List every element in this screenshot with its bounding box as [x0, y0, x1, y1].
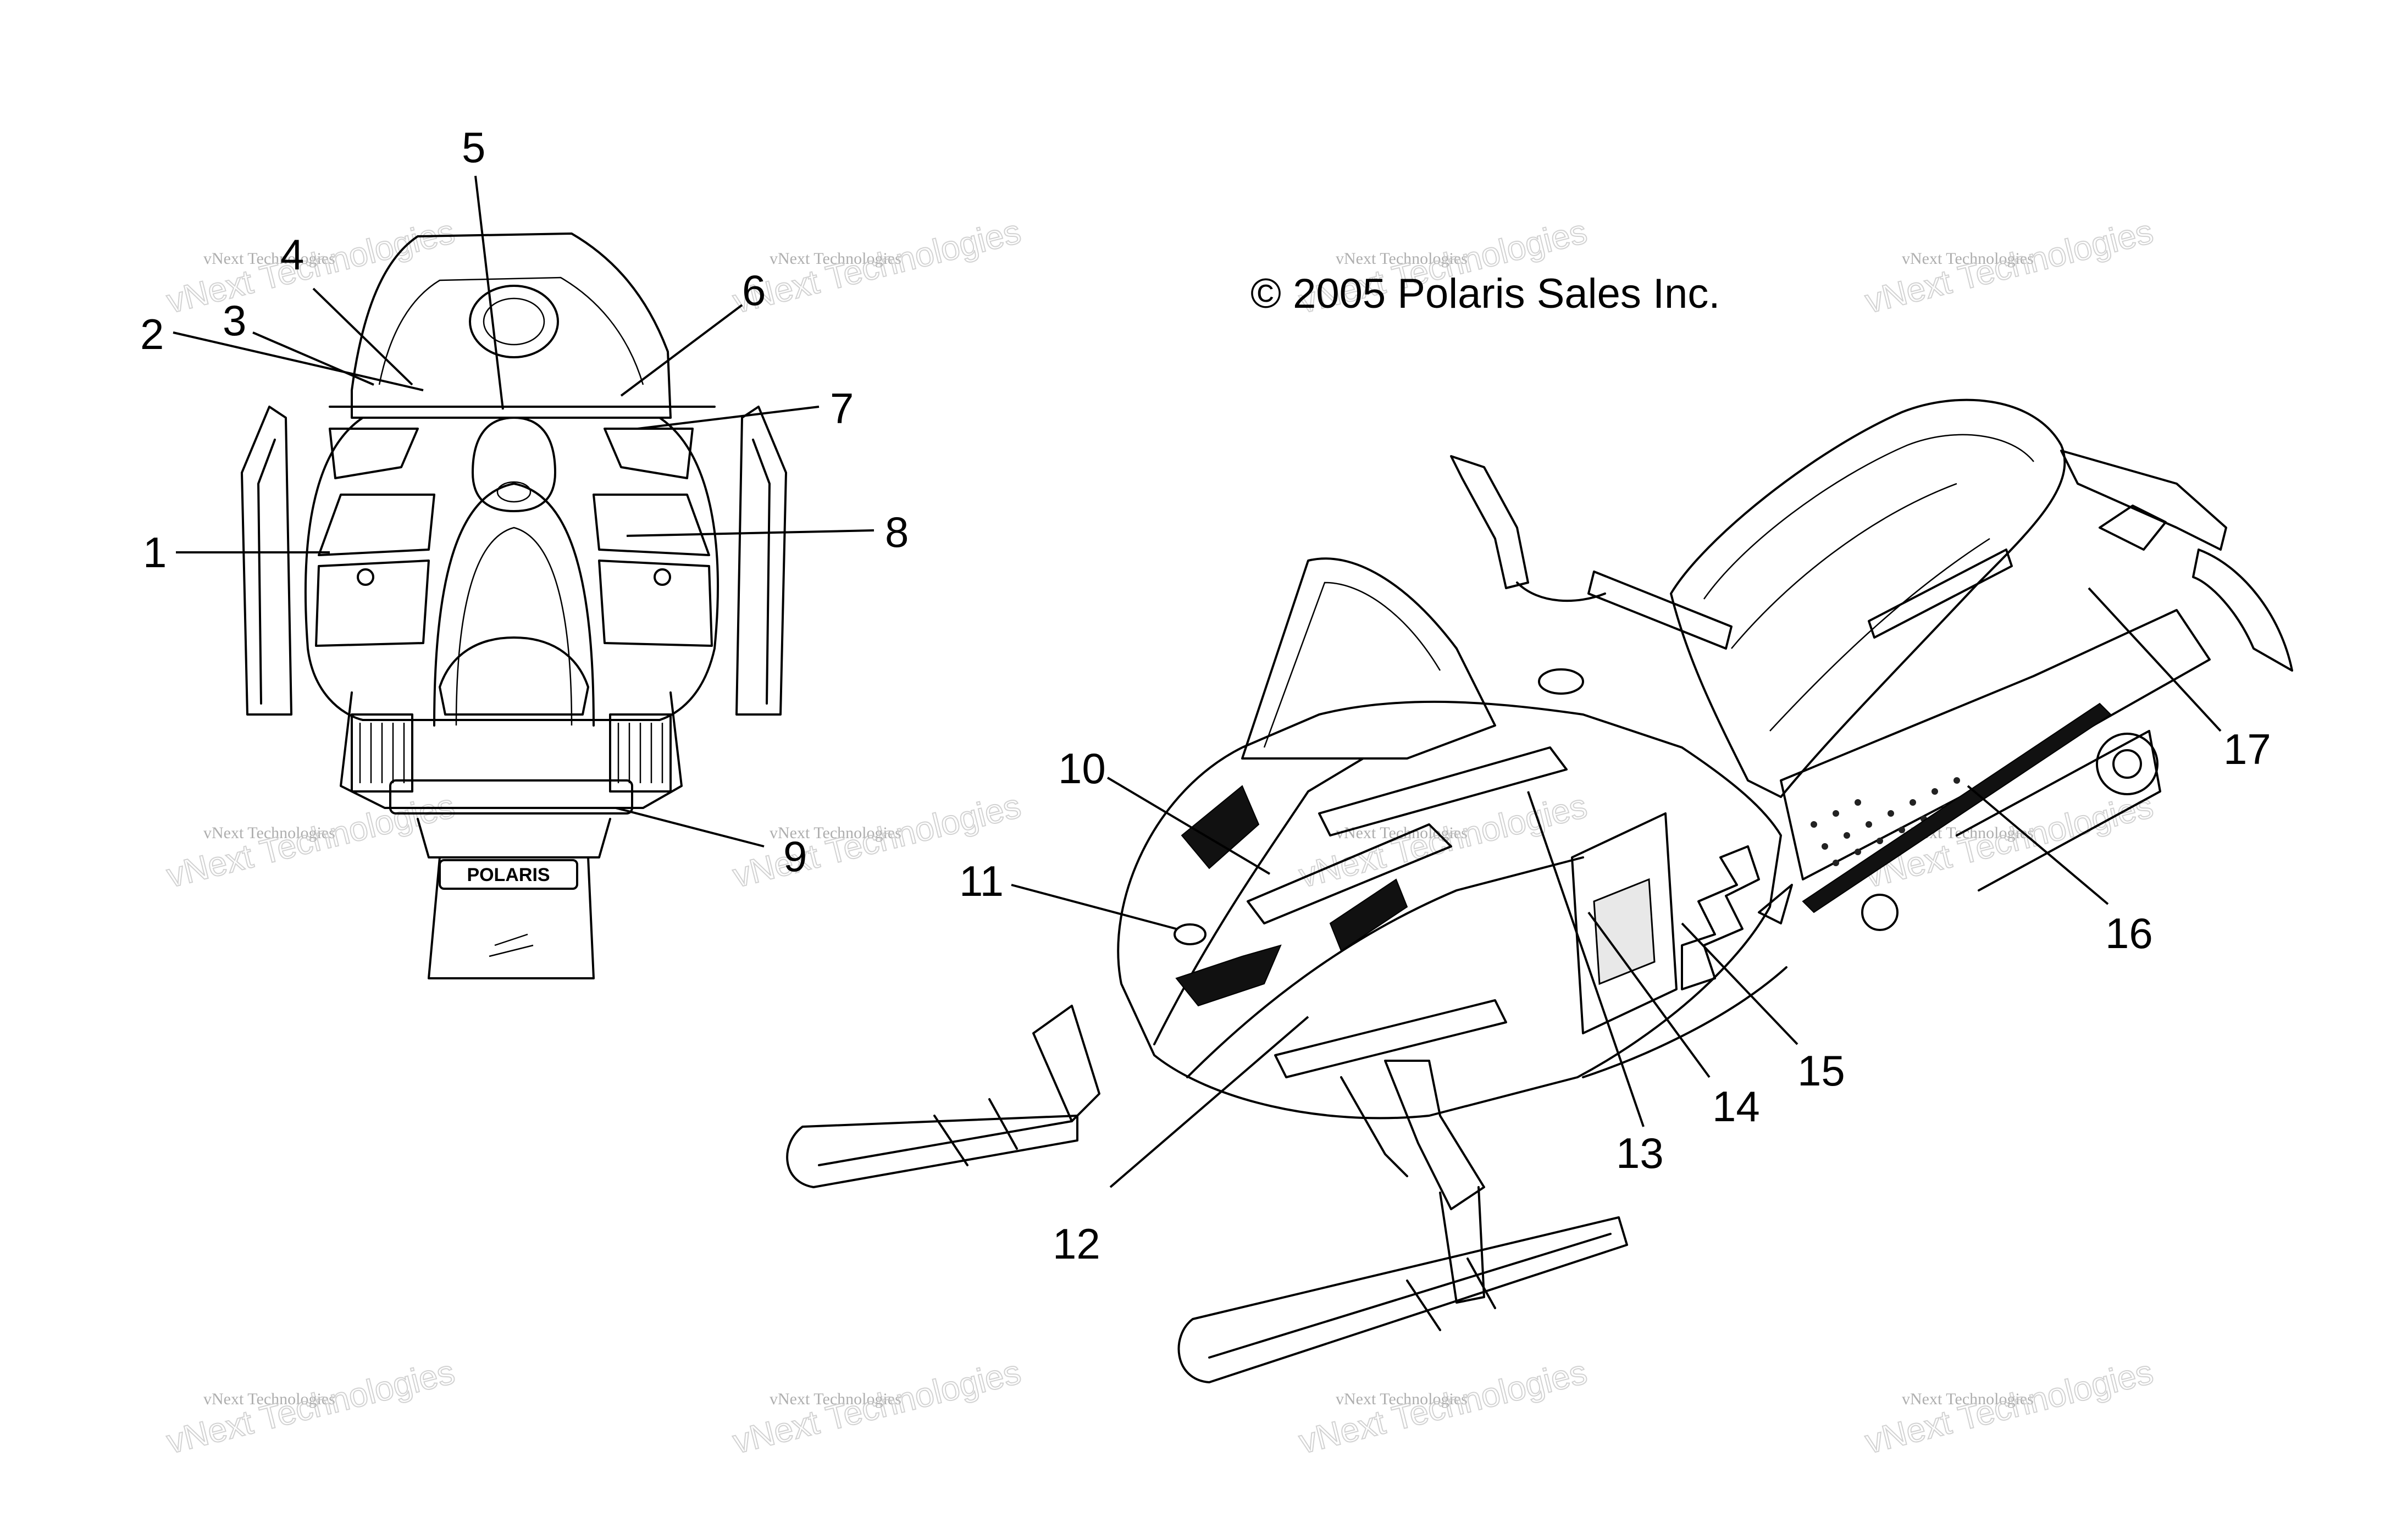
callout-4: 4: [280, 230, 304, 279]
leader-8: [626, 529, 875, 537]
svg-text:vNext Technologies: vNext Technologies: [203, 250, 335, 268]
callout-6: 6: [742, 266, 766, 314]
callout-11: 11: [959, 857, 1004, 905]
leader-2: [173, 331, 424, 391]
seat-decal: [1868, 549, 2013, 639]
watermark-2: vNext Technologies vNext Technologies: [729, 212, 1025, 322]
svg-text:vNext Technologies: vNext Technologies: [770, 824, 901, 842]
hood-side-decal: [1274, 999, 1507, 1078]
leader-3: [252, 331, 374, 386]
callout-12: 12: [1053, 1220, 1100, 1268]
watermark-9: vNext Technologies vNext Technologies: [163, 1353, 459, 1462]
rear-bumper-side: [2060, 450, 2227, 551]
rear-tunnel: [1780, 609, 2211, 880]
leader-16: [1967, 785, 2109, 905]
handlebar-right: [1587, 570, 1733, 650]
front-suspension: [1384, 1060, 1485, 1210]
svg-text:vNext Technologies: vNext Technologies: [770, 1390, 901, 1408]
rear-idler-wheel: [2096, 733, 2159, 795]
handlebar-left: [1450, 455, 1529, 589]
svg-text:vNext Technologies: vNext Technologies: [203, 1390, 335, 1408]
rear-bumper: [340, 691, 683, 809]
callout-numbers: 1 2 3 4 5 6 7 8 9 10 11 12 13 14 15 16 1…: [140, 123, 2271, 1268]
leader-6: [620, 304, 743, 397]
leader-lines: [173, 175, 2222, 1188]
rear-snowflap-side: [2192, 549, 2293, 672]
callout-8: 8: [885, 508, 909, 556]
windshield-decal: [1247, 823, 1452, 924]
svg-text:vNext Technologies: vNext Technologies: [203, 824, 335, 842]
svg-text:vNext Technologies: vNext Technologies: [1336, 1390, 1468, 1408]
side-panel: [1571, 812, 1678, 1034]
callout-9: 9: [783, 832, 807, 880]
rear-body: [304, 417, 719, 721]
tunnel-dots: [1811, 777, 1993, 866]
left-ski: [786, 1005, 1100, 1188]
leader-4: [312, 287, 413, 386]
gauge-pod: [469, 285, 559, 358]
watermark-1: vNext Technologies vNext Technologies: [163, 212, 459, 322]
seat: [1670, 398, 2066, 798]
polaris-badge-text: POLARIS: [467, 865, 550, 885]
running-board-stripe: [1802, 702, 2112, 913]
nose-emblem: [1174, 923, 1206, 945]
svg-text:vNext Technologies: vNext Technologies: [1336, 250, 1468, 268]
svg-text:vNext Technologies: vNext Technologies: [1902, 250, 2034, 268]
watermark-5: vNext Technologies vNext Technologies: [163, 786, 459, 896]
lightning-decal: [1681, 845, 1760, 990]
callout-2: 2: [140, 310, 164, 358]
leader-7: [637, 406, 820, 430]
leader-9: [615, 807, 765, 847]
callout-13: 13: [1616, 1129, 1664, 1177]
svg-text:vNext Technologies: vNext Technologies: [1902, 1390, 2034, 1408]
callout-15: 15: [1797, 1046, 1845, 1095]
leader-5: [474, 175, 504, 410]
copyright-notice: © 2005 Polaris Sales Inc.: [1250, 270, 1720, 317]
windshield: [1241, 557, 1496, 760]
side-panel-decal: [1593, 878, 1656, 985]
leader-12: [1109, 1016, 1309, 1188]
right-lower-decal: [598, 560, 713, 647]
callout-7: 7: [830, 384, 854, 433]
left-lower-decal: [315, 560, 430, 647]
rear-vent-left: [351, 713, 413, 793]
watermark-11: vNext Technologies vNext Technologies: [1295, 1353, 1591, 1462]
leader-14: [1587, 911, 1711, 1078]
callout-10: 10: [1058, 744, 1106, 793]
leader-13: [1527, 791, 1645, 1127]
right-ski: [1177, 1216, 1628, 1383]
callout-16: 16: [2105, 909, 2153, 957]
leader-15: [1681, 922, 1798, 1045]
rear-vent-right: [609, 713, 672, 793]
mid-idler-wheel: [1861, 894, 1899, 931]
watermarks: vNext Technologies vNext Technologies vN…: [163, 212, 2157, 1462]
polaris-badge: [439, 859, 578, 890]
snowflap: [428, 856, 595, 979]
callout-5: 5: [462, 123, 485, 171]
callout-3: 3: [223, 296, 246, 345]
callout-14: 14: [1712, 1082, 1760, 1131]
side-view-snowmobile: [786, 398, 2293, 1383]
right-side-panel: [735, 406, 787, 716]
headlight-lower: [1175, 944, 1282, 1007]
left-side-panel: [241, 406, 292, 716]
headlight-left: [1181, 785, 1260, 869]
leader-17: [2088, 587, 2222, 732]
callout-17: 17: [2223, 725, 2271, 773]
rear-windshield: [351, 232, 672, 419]
callout-1: 1: [143, 528, 167, 577]
rear-view-snowmobile: POLARIS: [241, 232, 787, 979]
headlight-right: [1329, 878, 1408, 952]
watermark-12: vNext Technologies vNext Technologies: [1861, 1353, 2157, 1462]
leader-11: [1011, 884, 1177, 930]
watermark-10: vNext Technologies vNext Technologies: [729, 1353, 1025, 1462]
watermark-4: vNext Technologies vNext Technologies: [1861, 212, 2157, 322]
hood: [1117, 700, 1782, 1120]
svg-text:vNext Technologies: vNext Technologies: [770, 250, 901, 268]
leader-10: [1106, 777, 1271, 875]
